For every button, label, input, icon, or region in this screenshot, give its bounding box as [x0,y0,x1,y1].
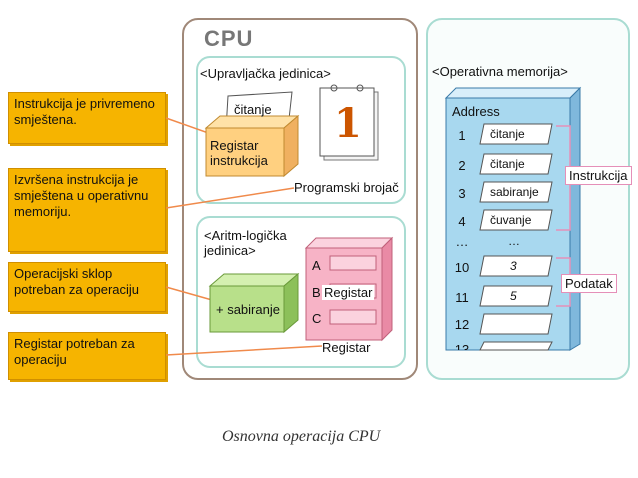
memory-column-side [569,86,581,351]
address-ellipsis: … [455,234,469,249]
adder-top [208,273,300,287]
address-12: 12 [454,317,470,332]
slot-b-label: B [312,285,321,300]
paper-label: čitanje [234,102,272,117]
address-2: 2 [458,158,466,173]
slot-a-label: A [312,258,321,273]
address-13: 13 [454,342,470,350]
address-3: 3 [458,186,466,201]
memory-cell-11: 5 [510,289,517,303]
alu-register-label: Registar [322,285,375,300]
callout-instruction-stored: Instrukcija je privremeno smještena. [8,92,166,144]
adder-front [209,285,285,333]
instruction-register-label: Registar instrukcija [210,138,268,168]
memory-cells [479,123,553,351]
slot-c [329,309,377,325]
connector-line-4 [165,345,323,356]
slot-a [329,255,377,271]
memory-column-top [444,87,582,99]
memory-header: Address [452,104,500,119]
callout-text: Operacijski sklop potreban za operaciju [14,266,140,297]
address-11: 11 [455,290,469,305]
callout-executed-instruction: Izvršena instrukcija je smještena u oper… [8,168,166,252]
figure-caption: Osnovna operacija CPU [222,428,381,445]
address-1: 1 [458,128,466,143]
calendar-digit: 1 [334,100,362,147]
callout-operation-unit: Operacijski sklop potreban za operaciju [8,262,166,312]
data-label: Podatak [561,274,617,293]
memory-cell-3: sabiranje [490,185,539,199]
memory-cell-2: čitanje [490,157,525,171]
address-4: 4 [458,214,466,229]
instructions-label: Instrukcija [565,166,632,185]
callout-operation-register: Registar potreban za operaciju [8,332,166,380]
instruction-register-top [204,115,300,129]
calendar-front [319,87,375,157]
alu-register-top [304,237,394,249]
program-counter-label: Programski brojač [294,180,399,195]
memory-cell-10: 3 [510,259,517,273]
memory-cell-ellipsis: … [508,234,520,248]
memory-cell-4: čuvanje [490,213,532,227]
callout-text: Izvršena instrukcija je smještena u oper… [14,172,149,219]
alu-title: <Aritm-logička jedinica> [204,228,287,258]
memory-title: <Operativna memorija> [432,64,568,79]
callout-text: Instrukcija je privremeno smještena. [14,96,155,127]
instruction-register-front [205,127,285,177]
control-unit-title: <Upravljačka jedinica> [200,66,331,81]
slot-c-label: C [312,311,322,326]
bottom-register-label: Registar [322,340,371,355]
callout-text: Registar potreban za operaciju [14,336,135,367]
connector-line-3 [165,286,213,301]
address-10: 10 [454,260,470,275]
cpu-title: CPU [204,26,254,51]
memory-cell-1: čitanje [490,127,525,141]
connector-line-2 [165,187,295,209]
alu-register-side [381,236,393,342]
adder-label: + sabiranje [216,302,280,317]
